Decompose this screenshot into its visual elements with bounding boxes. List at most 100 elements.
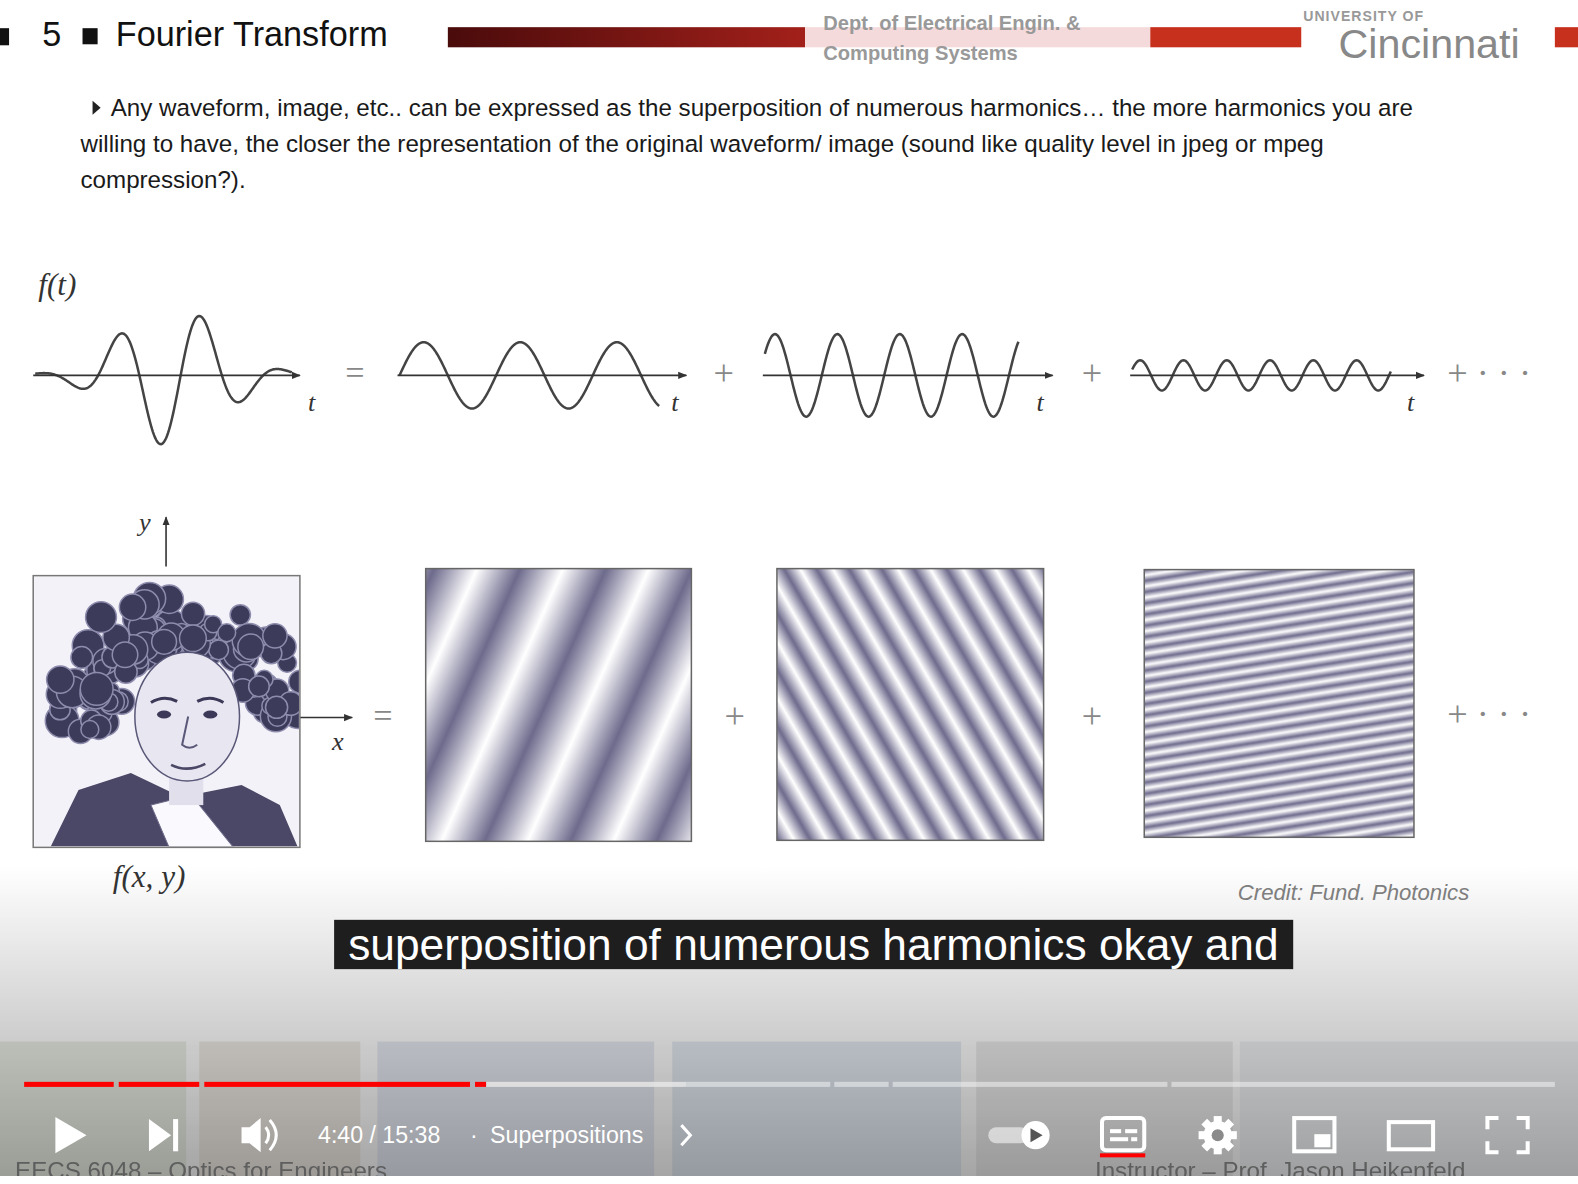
slide-label: + · · · [1447, 692, 1531, 735]
thumbnail-strip [0, 1042, 186, 1176]
player-icons [1100, 1153, 1145, 1157]
time-axis [398, 375, 687, 377]
player-icons [55, 1117, 86, 1153]
portrait [80, 672, 113, 705]
portrait [81, 721, 99, 739]
slide-label: t [308, 386, 315, 417]
portrait [157, 711, 171, 719]
header-bar [1150, 27, 1301, 47]
portrait [209, 640, 229, 660]
grating [777, 569, 1044, 841]
player-shade [0, 865, 1578, 1176]
progress-bar [24, 1082, 114, 1087]
portrait [119, 594, 145, 620]
slide-title: Fourier Transform [116, 14, 388, 55]
slide-label: EECS 6048 – Optics for Engineers [15, 1156, 387, 1176]
caption-box: superposition of numerous harmonics okay… [334, 914, 1401, 975]
portrait [249, 676, 270, 697]
slide-label: = [373, 694, 392, 735]
slide-label: Any waveform, image, etc.. can be expres… [81, 90, 1430, 199]
slide-label: · [470, 1121, 478, 1149]
portrait [45, 582, 299, 846]
header-bar [83, 28, 98, 44]
progress-bar [204, 1082, 470, 1087]
player-icons [242, 1118, 261, 1152]
slide-label: + [714, 352, 734, 395]
portrait [151, 698, 177, 702]
player-icons [1102, 1118, 1144, 1150]
portrait [182, 717, 197, 748]
header-bar [448, 27, 805, 47]
progress-bar [486, 1082, 686, 1087]
grating [426, 569, 692, 842]
slide-label: Credit: Fund. Photonics [1238, 880, 1469, 906]
slide-label: + [725, 694, 745, 737]
header-bar [0, 28, 9, 45]
progress-bar [475, 1082, 486, 1087]
player-icons [1125, 1129, 1137, 1133]
slide-label: + [1082, 694, 1102, 737]
portrait [33, 576, 300, 848]
player-icons [149, 1119, 171, 1151]
thumbnail-strip [976, 1042, 1233, 1176]
progress-bar [24, 1082, 1555, 1087]
grating [426, 569, 1414, 842]
player-icons [173, 1119, 178, 1151]
player-icons [1021, 1121, 1049, 1149]
slide-label: t [671, 386, 678, 417]
portrait [203, 711, 217, 719]
thumbnail-strip [377, 1042, 654, 1176]
portrait [86, 602, 117, 633]
player-icons [1294, 1118, 1334, 1151]
xy-axis [300, 717, 352, 719]
player-icons [266, 1127, 269, 1143]
portrait [266, 696, 288, 718]
waveform [35, 316, 1391, 444]
progress-bar [1171, 1082, 1554, 1087]
slide-label: t [1037, 386, 1044, 417]
slide-label: f(x, y) [113, 857, 186, 894]
player-icons [1314, 1134, 1330, 1147]
slide-label: t [1407, 386, 1414, 417]
player-icons [1389, 1122, 1433, 1149]
slide-label: Superpositions [490, 1121, 643, 1149]
portrait [289, 670, 299, 693]
slide-label: = [345, 352, 364, 393]
slide-label: 4:40 / 15:38 [318, 1121, 440, 1149]
time-axis [1130, 375, 1424, 377]
time-axis [763, 375, 1053, 377]
progress-bar [834, 1082, 888, 1087]
portrait [218, 624, 236, 642]
slide-label: + · · · [1447, 352, 1531, 395]
bullet-triangle [93, 101, 101, 115]
slide-label: y [139, 507, 151, 538]
player-icons [270, 1120, 277, 1150]
thumbnail-strip [1240, 1042, 1578, 1176]
progress-bar [686, 1082, 830, 1087]
progress-bar [119, 1082, 200, 1087]
waveform [35, 316, 292, 444]
portrait [135, 652, 240, 781]
thumbnail-strip [672, 1042, 961, 1176]
xy-axis [165, 517, 167, 566]
header-bar [1555, 27, 1578, 47]
player-icons [1031, 1128, 1043, 1142]
slide-label: x [332, 726, 344, 757]
portrait [263, 624, 287, 648]
portrait [230, 605, 250, 625]
portrait [112, 642, 138, 668]
thumbnail-strip [0, 1042, 1578, 1176]
portrait [238, 634, 264, 660]
player-icons [1212, 1129, 1224, 1141]
player-icons [1487, 1118, 1527, 1152]
portrait [197, 698, 223, 702]
player-icons [1199, 1116, 1237, 1154]
player-icons [681, 1125, 690, 1145]
player-icons [1201, 1119, 1234, 1152]
player-icons [1110, 1137, 1128, 1141]
time-axis [33, 375, 300, 377]
grating [1144, 570, 1414, 838]
slide-label: f(t) [38, 266, 76, 303]
portrait [180, 625, 207, 652]
